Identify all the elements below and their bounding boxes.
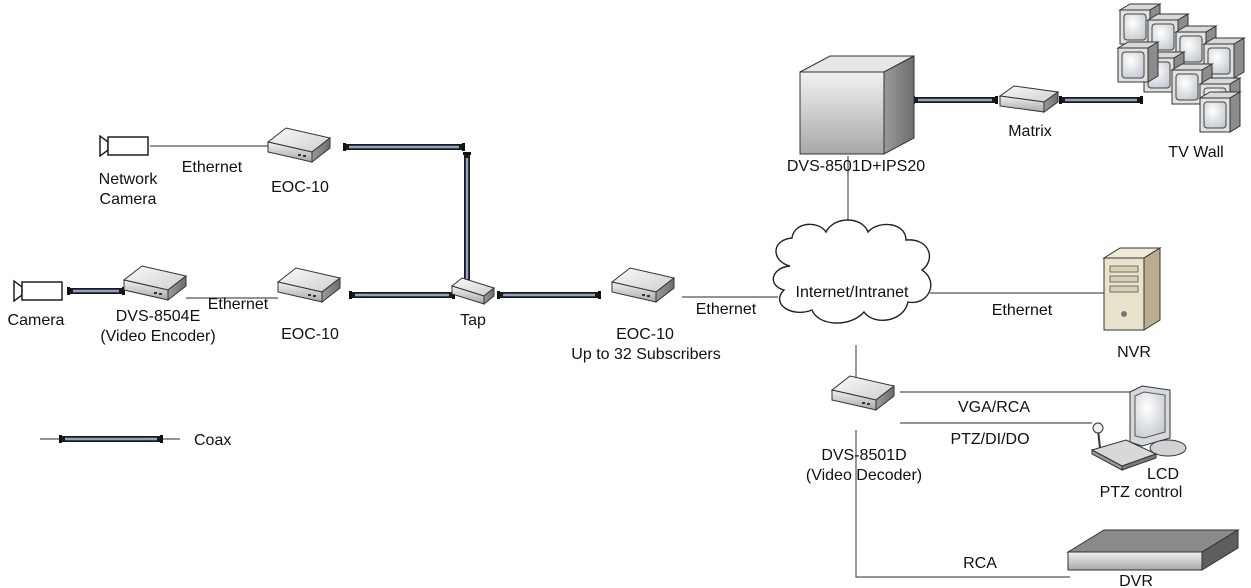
tap-icon xyxy=(450,277,496,306)
dvs8501d-icon xyxy=(831,375,895,411)
label-ethernet-mid: Ethernet xyxy=(208,296,269,313)
network-camera-icon xyxy=(99,135,149,157)
label-dvs8501d: DVS-8501D xyxy=(821,447,906,464)
eoc10-mid-icon xyxy=(277,267,341,303)
matrix-icon xyxy=(998,85,1060,113)
ptz-control-icon xyxy=(1090,422,1158,471)
label-nvr: NVR xyxy=(1117,344,1151,361)
ethernet-wires xyxy=(150,145,1138,578)
label-lcd: LCD xyxy=(1147,466,1179,483)
label-network-camera-2: Camera xyxy=(100,191,157,208)
nvr-icon xyxy=(1102,247,1162,331)
label-video-encoder: (Video Encoder) xyxy=(100,328,215,345)
label-network-camera-1: Network xyxy=(99,171,159,188)
camera-icon xyxy=(13,280,63,302)
dvs8504e-icon xyxy=(123,265,187,301)
legend-coax-icon xyxy=(40,435,180,443)
label-dvr: DVR xyxy=(1119,573,1153,588)
eoc10-right-icon xyxy=(611,267,675,303)
label-ethernet-nvr: Ethernet xyxy=(992,302,1053,319)
label-internet: Internet/Intranet xyxy=(796,284,910,301)
tv-wall-icon xyxy=(1117,3,1245,133)
label-tv-wall: TV Wall xyxy=(1168,144,1223,161)
label-camera: Camera xyxy=(8,312,65,329)
label-eoc10-right: EOC-10 xyxy=(616,326,674,343)
label-ptz-control: PTZ control xyxy=(1100,484,1183,501)
label-matrix: Matrix xyxy=(1008,123,1052,140)
coax-cables xyxy=(67,96,1143,299)
label-ethernet-right: Ethernet xyxy=(696,301,757,318)
eoc10-top-icon xyxy=(267,127,331,163)
label-vga-rca: VGA/RCA xyxy=(958,399,1030,416)
label-dvs8501d-ips20: DVS-8501D+IPS20 xyxy=(787,158,925,175)
label-tap: Tap xyxy=(460,312,486,329)
label-eoc10-mid: EOC-10 xyxy=(281,326,339,343)
dvs8501d-ips20-server-icon xyxy=(799,55,915,155)
label-eoc10-top: EOC-10 xyxy=(271,179,329,196)
label-rca: RCA xyxy=(963,555,997,572)
diagram-labels: Network Camera Ethernet EOC-10 Camera DV… xyxy=(8,123,1224,588)
lcd-monitor-icon xyxy=(1129,385,1187,457)
dvr-icon xyxy=(1066,529,1240,571)
label-ptz-di-do: PTZ/DI/DO xyxy=(950,431,1029,448)
internet-cloud-icon xyxy=(772,219,932,324)
label-subscribers: Up to 32 Subscribers xyxy=(571,346,720,363)
label-dvs8504e: DVS-8504E xyxy=(116,308,201,325)
label-ethernet-top: Ethernet xyxy=(182,159,243,176)
label-video-decoder: (Video Decoder) xyxy=(806,467,922,484)
legend-coax-label: Coax xyxy=(194,432,231,449)
